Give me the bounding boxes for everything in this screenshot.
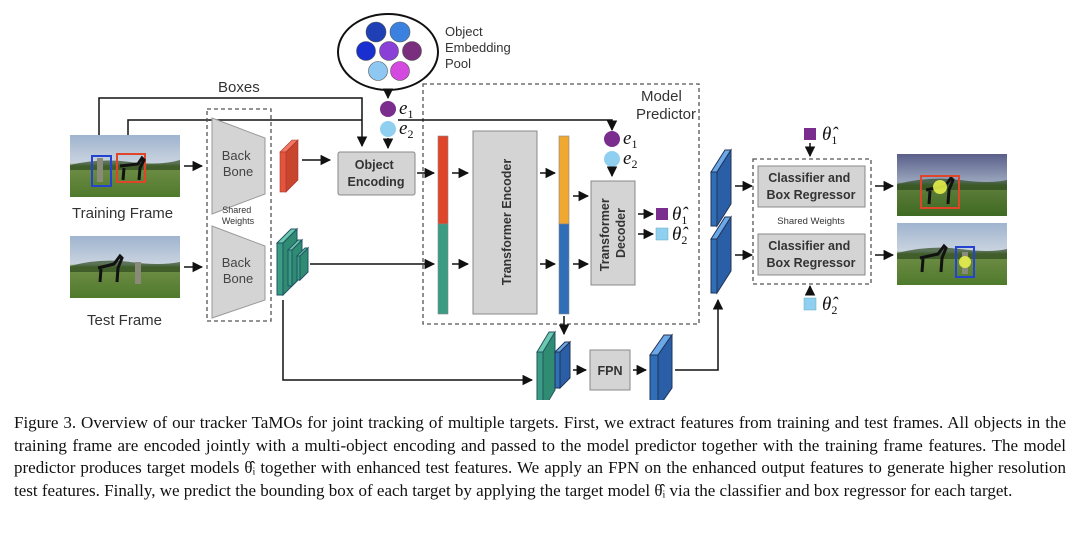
boxes-label: Boxes (218, 79, 260, 96)
classifier-label-2: Classifier and Box Regressor (767, 239, 856, 270)
transformer-encoder-label: Transformer Encoder (500, 159, 514, 286)
fpn-output-features (649, 333, 673, 400)
classifier-theta2-square (803, 297, 817, 311)
tamos-architecture-diagram: Object Embedding Pool e1 e2 Boxes Traini… (70, 13, 1007, 400)
e2-embedding-dot (380, 121, 396, 137)
transformer-decoder-box (590, 180, 636, 286)
shared-weights-right-label: Shared Weights (777, 216, 845, 227)
object-encoding-box (337, 151, 416, 196)
test-frame-image (70, 236, 180, 298)
classifier-theta2-label: θ̂2 (822, 294, 839, 317)
fpn-box (589, 349, 631, 391)
decoder-e1-label: e1 (623, 128, 637, 151)
decoder-e2-label: e2 (623, 148, 637, 171)
encoder-output-train (558, 135, 570, 225)
test-backbone (211, 225, 266, 319)
fpn-label: FPN (598, 364, 623, 378)
classifier-box-2 (757, 233, 866, 276)
theta2-square (655, 227, 669, 241)
training-backbone-label: Back Bone (222, 148, 255, 179)
transformer-encoder-box (472, 130, 538, 315)
encoder-input-train (437, 135, 449, 225)
decoder-e1-dot (604, 131, 620, 147)
shared-weights-left-label: Shared Weights (222, 205, 255, 226)
model-predictor-group (422, 83, 700, 325)
training-frame-image (70, 135, 180, 197)
test-backbone-label: Back Bone (222, 255, 255, 286)
embedding-dot-3 (356, 41, 376, 61)
embedding-dot-7 (390, 61, 410, 81)
classifier-label-1: Classifier and Box Regressor (767, 171, 856, 202)
embedding-dot-5 (402, 41, 422, 61)
classifier-group (752, 158, 872, 285)
output-frame-2 (897, 223, 1007, 285)
theta1-square (656, 208, 668, 220)
classifier-theta1-square (804, 128, 816, 140)
figure-caption: Figure 3. Overview of our tracker TaMOs … (14, 413, 1066, 500)
test-frame-label: Test Frame (87, 312, 162, 329)
classifier-input-features-1 (710, 148, 732, 228)
object-embedding-pool-label: Object Embedding Pool (445, 24, 514, 71)
object-encoding-label: Object Encoding (348, 158, 405, 189)
e2-label: e2 (399, 118, 413, 141)
e1-embedding-dot (380, 101, 396, 117)
embedding-dot-6 (368, 61, 388, 81)
embedding-dot-4 (379, 41, 399, 61)
backbone-group (206, 108, 272, 322)
encoder-input-test (437, 223, 449, 315)
output-frame-1 (897, 154, 1007, 216)
transformer-decoder-label: Transformer Decoder (598, 195, 628, 271)
model-predictor-label: Model Predictor (636, 88, 696, 123)
fpn-input-features (536, 330, 572, 400)
theta2-label: θ̂2 (672, 224, 689, 247)
e1-label: e1 (399, 98, 413, 121)
embedding-dot-1 (365, 21, 387, 43)
classifier-theta1-label: θ̂1 (822, 124, 839, 147)
embedding-dot-2 (389, 21, 411, 43)
training-frame-label: Training Frame (72, 205, 173, 222)
object-embedding-pool (337, 13, 439, 91)
test-features-block (275, 227, 310, 297)
classifier-input-features-2 (710, 215, 732, 295)
classifier-box-1 (757, 165, 866, 208)
decoder-e2-dot (604, 151, 620, 167)
training-backbone (211, 117, 266, 215)
encoder-output-test (558, 223, 570, 315)
training-features-block (279, 139, 299, 193)
